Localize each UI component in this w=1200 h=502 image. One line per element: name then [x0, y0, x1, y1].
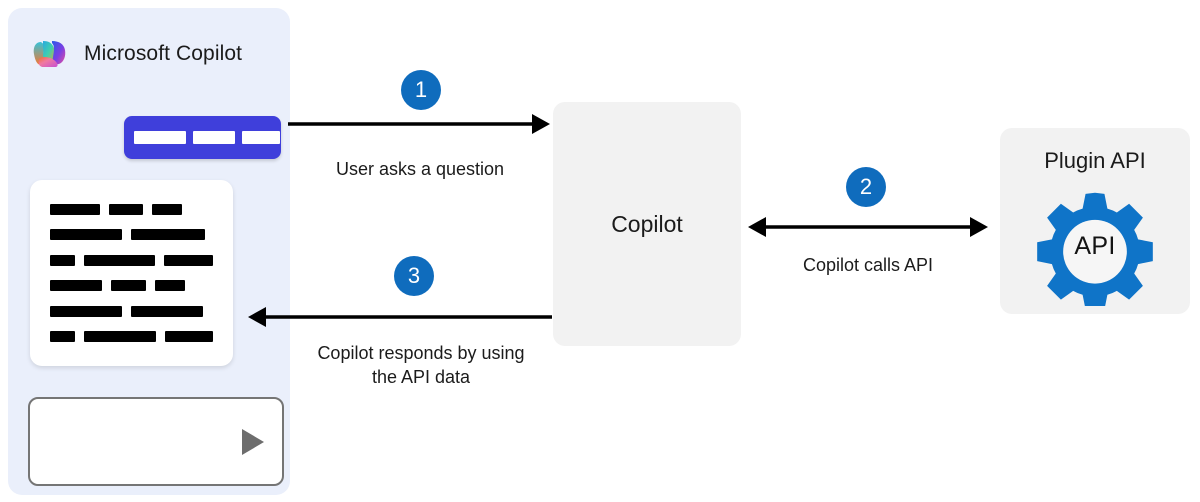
edge-label-1: User asks a question: [335, 159, 505, 179]
message-bar: [193, 131, 235, 144]
text-line: [50, 305, 213, 317]
edge-badge-2: 2: [846, 167, 886, 207]
user-message-bubble: [124, 116, 281, 159]
edge-badge-1: 1: [401, 70, 441, 110]
app-header: Microsoft Copilot: [30, 34, 242, 74]
app-title: Microsoft Copilot: [84, 42, 243, 65]
message-bar: [242, 131, 280, 144]
send-triangle-icon[interactable]: [242, 428, 264, 455]
text-line: [50, 280, 213, 292]
copilot-app-panel: Microsoft Copilot: [8, 8, 290, 495]
arrow-copilot-calls-api: [748, 217, 988, 237]
edge-badge-3: 3: [394, 256, 434, 296]
gear-api-label: API: [1074, 231, 1116, 260]
assistant-response-card: [30, 180, 233, 366]
message-bar: [134, 131, 186, 144]
node-plugin-api: Plugin API API: [1000, 128, 1190, 314]
composer-input[interactable]: [28, 397, 284, 486]
arrow-copilot-responds: [248, 307, 552, 327]
node-copilot-label: Copilot: [611, 210, 683, 237]
text-line: [50, 254, 213, 266]
gear-icon: API: [1034, 188, 1156, 310]
arrow-user-asks-question: [288, 114, 550, 134]
edge-label-2: Copilot calls API: [802, 255, 934, 275]
text-line: [50, 204, 213, 215]
text-line: [50, 330, 213, 342]
text-line: [50, 229, 213, 241]
edge-label-3: Copilot responds by using the API data: [317, 343, 525, 388]
copilot-logo-icon: [33, 41, 66, 67]
node-plugin-api-title: Plugin API: [1044, 148, 1146, 173]
node-copilot: Copilot: [553, 102, 741, 346]
